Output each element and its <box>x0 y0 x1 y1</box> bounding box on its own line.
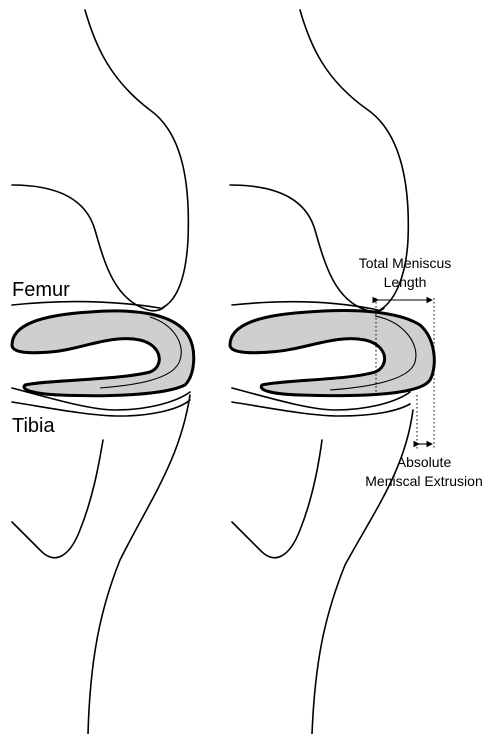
meniscus-shape <box>12 311 194 396</box>
femur-outline <box>85 10 188 308</box>
right-panel: Total Meniscus Length Absolute Meniscal … <box>230 10 483 734</box>
femur-lower-outline <box>12 302 160 308</box>
meniscus-shape-right <box>230 311 434 396</box>
tibia-plateau-lower <box>12 400 190 416</box>
tibia-inner-curve <box>12 440 103 558</box>
tibia-shaft-right <box>88 395 190 734</box>
femur-label: Femur <box>12 279 70 301</box>
femur-lower-outline-right <box>232 302 378 310</box>
left-panel: Femur Tibia <box>12 10 194 734</box>
extrusion-label-line1: Absolute <box>397 454 452 470</box>
tibia-inner-curve-right <box>232 440 322 558</box>
femur-condyle-outline-right <box>230 185 384 311</box>
tibia-label: Tibia <box>12 415 55 437</box>
extrusion-label-line2: Meniscal Extrusion <box>365 473 483 489</box>
total-length-label-line1: Total Meniscus <box>359 255 452 271</box>
total-length-label-line2: Length <box>384 274 427 290</box>
